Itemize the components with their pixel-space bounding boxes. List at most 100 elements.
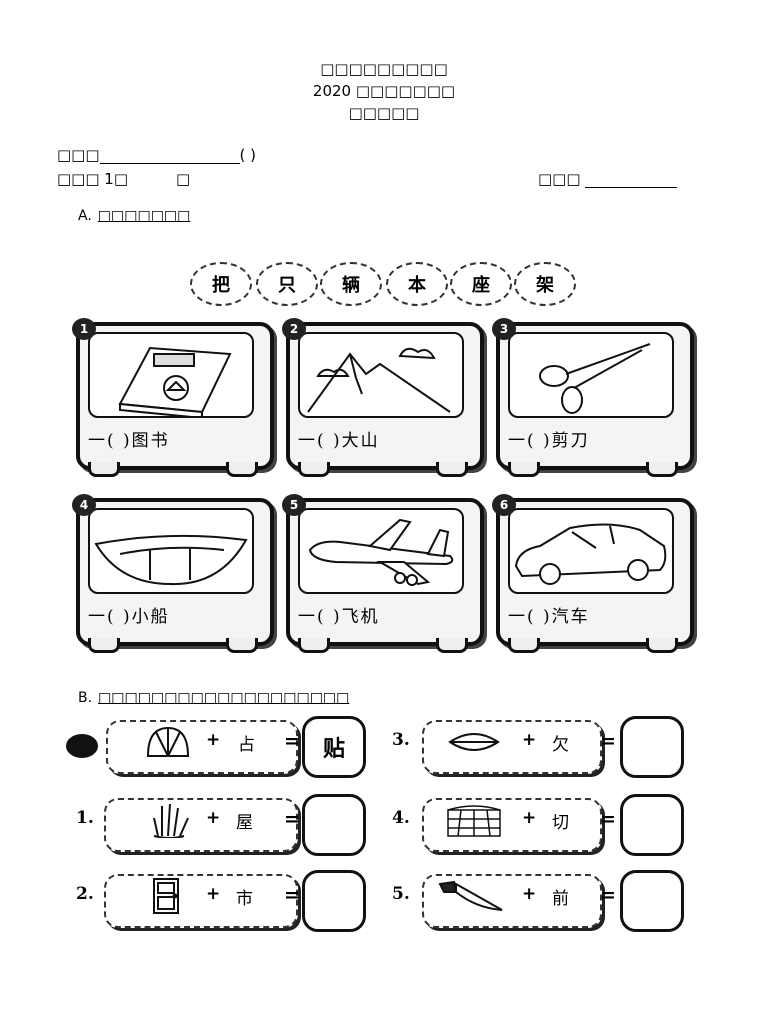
component-char: 欠 bbox=[552, 735, 569, 755]
section-a-title: □□□□□□□ bbox=[97, 208, 191, 224]
date-line: □□□ bbox=[538, 170, 678, 188]
date-blank bbox=[585, 171, 678, 188]
name-label: □□□ bbox=[57, 146, 100, 164]
yi-char: 一 bbox=[88, 607, 107, 627]
yi-char: 一 bbox=[88, 431, 107, 451]
shell-icon bbox=[138, 724, 198, 760]
item-number: 6 bbox=[492, 494, 516, 516]
answer-blank[interactable]: ( ) bbox=[107, 431, 132, 451]
plus-sign: + bbox=[206, 884, 221, 904]
plus-sign: + bbox=[522, 730, 537, 750]
row-label: 2. bbox=[76, 884, 94, 904]
tv-card: 5 一( )飞机 bbox=[282, 494, 484, 653]
item-number: 2 bbox=[282, 318, 306, 340]
storybook-icon bbox=[88, 332, 254, 420]
answer-blank[interactable]: ( ) bbox=[317, 607, 342, 627]
answer-blank[interactable]: ( ) bbox=[317, 431, 342, 451]
equals-sign: = bbox=[600, 808, 616, 830]
name-blank bbox=[99, 147, 240, 164]
compose-row: 5. + 前 = bbox=[392, 870, 692, 932]
yi-char: 一 bbox=[508, 607, 527, 627]
yi-char: 一 bbox=[508, 431, 527, 451]
noun-label: 图书 bbox=[131, 431, 170, 451]
section-b-letter: B. bbox=[78, 690, 93, 706]
tv-card: 2 一( )大山 bbox=[282, 318, 484, 477]
section-a-letter: A. bbox=[78, 208, 92, 224]
section-a-heading: A. □□□□□□□ bbox=[78, 208, 190, 224]
car-icon bbox=[508, 508, 674, 594]
tv-card: 3 一( )剪刀 bbox=[492, 318, 694, 477]
example-marker bbox=[66, 734, 98, 758]
component-char: 市 bbox=[236, 889, 253, 909]
item-number: 3 bbox=[492, 318, 516, 340]
row-label: 3. bbox=[392, 730, 410, 750]
row-label: 5. bbox=[392, 884, 410, 904]
answer-blank[interactable]: ( ) bbox=[527, 431, 552, 451]
noun-label: 小船 bbox=[131, 607, 170, 627]
lips-icon bbox=[444, 724, 504, 760]
plus-sign: + bbox=[522, 884, 537, 904]
class-suffix: □ bbox=[176, 170, 191, 188]
school-name: □□□□□□□□□ bbox=[320, 60, 448, 78]
yi-char: 一 bbox=[298, 607, 317, 627]
compose-row: 1. + 屋 = bbox=[76, 794, 366, 856]
equals-sign: = bbox=[284, 884, 300, 906]
answer-box: 贴 bbox=[302, 716, 366, 778]
item-number: 5 bbox=[282, 494, 306, 516]
tv-card: 4 一( )小船 bbox=[72, 494, 274, 653]
hand-icon bbox=[140, 802, 200, 839]
tv-card: 1 一( )图书 bbox=[72, 318, 274, 477]
fill-in-blank[interactable]: 一( )剪刀 bbox=[508, 426, 678, 451]
word-bank-item: 只 bbox=[256, 262, 318, 306]
equals-sign: = bbox=[600, 884, 616, 906]
word-bank-item: 辆 bbox=[320, 262, 382, 306]
fill-in-blank[interactable]: 一( )汽车 bbox=[508, 602, 678, 627]
yi-char: 一 bbox=[298, 431, 317, 451]
fill-in-blank[interactable]: 一( )大山 bbox=[298, 426, 468, 451]
fill-in-blank[interactable]: 一( )小船 bbox=[88, 602, 258, 627]
boat-icon bbox=[88, 508, 254, 594]
answer-blank[interactable]: ( ) bbox=[527, 607, 552, 627]
equals-sign: = bbox=[600, 730, 616, 752]
equals-sign: = bbox=[284, 730, 300, 752]
answer-box[interactable] bbox=[302, 794, 366, 856]
mountain-icon bbox=[298, 332, 464, 418]
noun-label: 飞机 bbox=[341, 607, 380, 627]
door-icon bbox=[140, 878, 200, 914]
compose-row: + 占 = 贴 bbox=[66, 716, 366, 778]
word-bank-item: 把 bbox=[190, 262, 252, 306]
row-label: 4. bbox=[392, 808, 410, 828]
component-char: 切 bbox=[552, 813, 569, 833]
scissors-icon bbox=[508, 332, 674, 418]
exam-title: 2020 □□□□□□□ bbox=[312, 82, 456, 100]
name-line: □□□ ( ) bbox=[57, 146, 256, 164]
noun-label: 剪刀 bbox=[551, 431, 590, 451]
fill-in-blank[interactable]: 一( )图书 bbox=[88, 426, 258, 451]
class-label: □□□ 1□ bbox=[57, 170, 129, 188]
answer-box[interactable] bbox=[620, 716, 684, 778]
answer-box[interactable] bbox=[620, 870, 684, 932]
word-bank-item: 座 bbox=[450, 262, 512, 306]
answer-blank[interactable]: ( ) bbox=[107, 607, 132, 627]
component-char: 屋 bbox=[236, 813, 253, 833]
answer-box[interactable] bbox=[620, 794, 684, 856]
airplane-icon bbox=[298, 508, 464, 594]
word-bank-item: 本 bbox=[386, 262, 448, 306]
section-b-heading: B. □□□□□□□□□□□□□□□□□□□ bbox=[78, 690, 349, 706]
date-label: □□□ bbox=[538, 170, 581, 188]
fill-in-blank[interactable]: 一( )飞机 bbox=[298, 602, 468, 627]
knife-icon bbox=[436, 878, 506, 914]
answer-box[interactable] bbox=[302, 870, 366, 932]
plus-sign: + bbox=[206, 730, 221, 750]
compose-row: 4. + 切 = bbox=[392, 794, 692, 856]
section-b-title: □□□□□□□□□□□□□□□□□□□ bbox=[98, 690, 350, 706]
component-char: 占 bbox=[238, 735, 255, 755]
item-number: 1 bbox=[72, 318, 96, 340]
name-paren: ( ) bbox=[239, 146, 257, 164]
field-icon bbox=[444, 802, 504, 838]
noun-label: 大山 bbox=[341, 431, 380, 451]
row-label: 1. bbox=[76, 808, 94, 828]
equals-sign: = bbox=[284, 808, 300, 830]
compose-row: 2. + 市 = bbox=[76, 870, 366, 932]
component-char: 前 bbox=[552, 889, 569, 909]
